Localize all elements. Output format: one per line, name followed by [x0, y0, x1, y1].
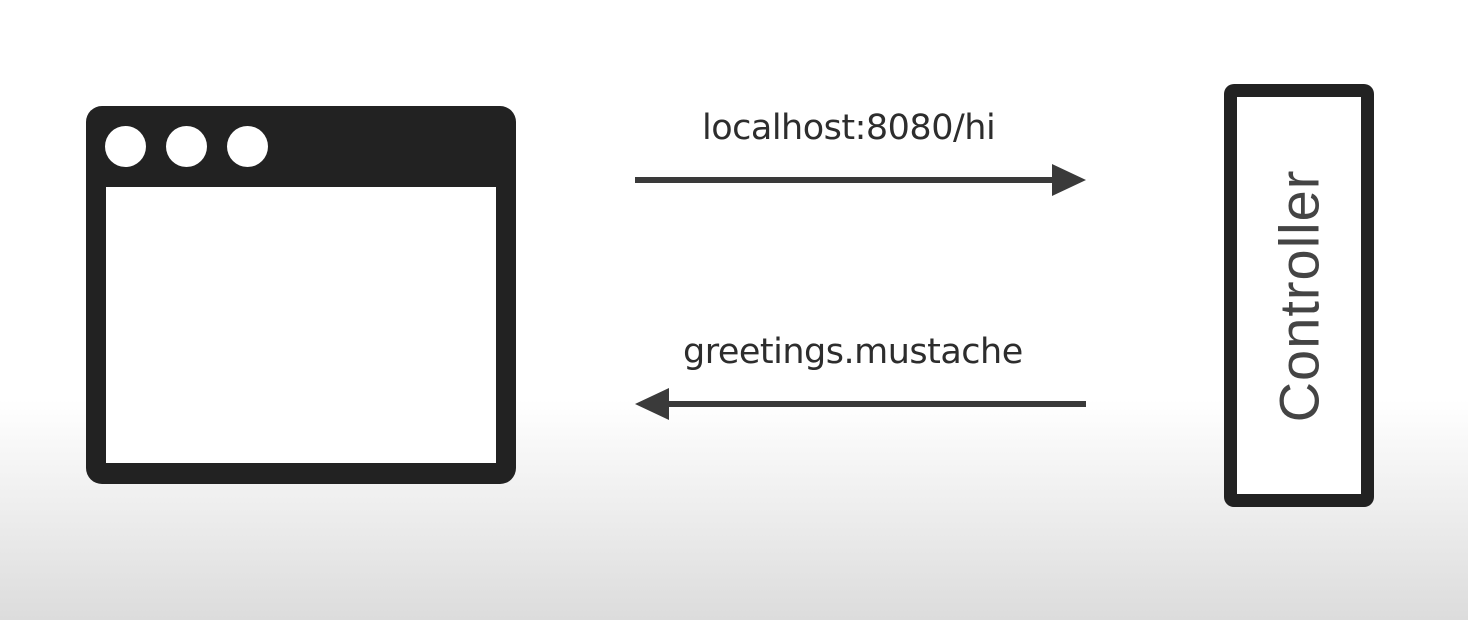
controller-label: Controller: [1267, 169, 1331, 422]
request-arrow-head: [1052, 164, 1086, 196]
request-arrow: [635, 164, 1086, 196]
controller-box: Controller: [1224, 84, 1374, 507]
window-dot-maximize: [227, 126, 268, 167]
browser-viewport: [106, 187, 496, 463]
response-arrow: [635, 388, 1086, 420]
window-dot-minimize: [166, 126, 207, 167]
response-label: greetings.mustache: [683, 332, 1023, 372]
window-dot-close: [105, 126, 146, 167]
browser-window-icon: [86, 106, 516, 484]
request-label: localhost:8080/hi: [702, 108, 996, 148]
response-arrow-head: [635, 388, 669, 420]
